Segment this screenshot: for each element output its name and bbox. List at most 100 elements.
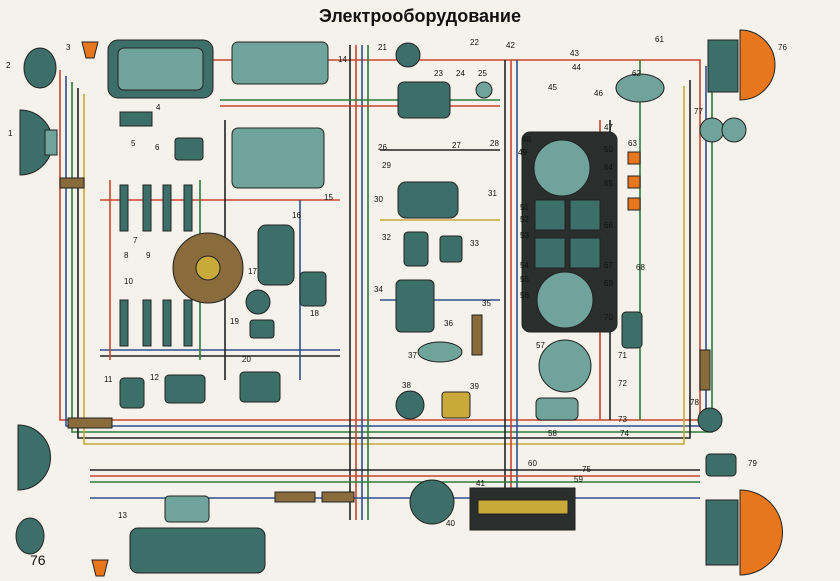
component-label-27: 27 <box>452 141 461 150</box>
component-label-67: 67 <box>604 261 613 270</box>
page-title: Электрооборудование <box>318 6 522 26</box>
component-label-61: 61 <box>655 35 664 44</box>
component-label-33: 33 <box>470 239 479 248</box>
component-label-32: 32 <box>382 233 391 242</box>
motor-30 <box>397 181 459 219</box>
component-label-50: 50 <box>604 145 613 154</box>
component-label-59: 59 <box>574 475 583 484</box>
component-label-76: 76 <box>778 43 787 52</box>
headlight-left-bottom <box>17 424 51 491</box>
component-label-54: 54 <box>520 261 529 270</box>
side-lamp-left-bottom <box>15 517 45 555</box>
side-lamp-left <box>23 47 57 89</box>
component-label-29: 29 <box>382 161 391 170</box>
component-label-45: 45 <box>548 83 557 92</box>
component-6 <box>174 137 204 161</box>
battery-generator <box>107 39 214 99</box>
component-38 <box>395 390 425 420</box>
component-label-63: 63 <box>628 139 637 148</box>
component-label-65: 65 <box>604 179 613 188</box>
component-label-11: 11 <box>104 375 113 384</box>
gauge-57 <box>538 339 592 393</box>
component-label-19: 19 <box>230 317 239 326</box>
component-label-64: 64 <box>604 163 613 172</box>
component-label-40: 40 <box>446 519 455 528</box>
component-label-49: 49 <box>518 148 527 157</box>
component-label-15: 15 <box>324 193 333 202</box>
component-label-74: 74 <box>620 429 629 438</box>
lamp-40 <box>409 479 455 525</box>
component-label-5: 5 <box>131 139 136 148</box>
component-label-28: 28 <box>490 139 499 148</box>
component-17 <box>245 289 271 315</box>
component-label-21: 21 <box>378 43 387 52</box>
relay-20 <box>239 371 281 403</box>
ignition-coil-16 <box>257 224 295 286</box>
component-33 <box>439 235 463 263</box>
component-label-25: 25 <box>478 69 487 78</box>
component-label-42: 42 <box>506 41 515 50</box>
fuse-box-41 <box>469 487 576 531</box>
motor-23 <box>397 81 451 119</box>
component-label-9: 9 <box>146 251 151 260</box>
component-39 <box>441 391 471 419</box>
component-label-39: 39 <box>470 382 479 391</box>
component-label-4: 4 <box>156 103 161 112</box>
component-11 <box>119 377 145 409</box>
component-71 <box>621 311 643 349</box>
fuse-4 <box>119 111 153 127</box>
component-label-75: 75 <box>582 465 591 474</box>
component-label-58: 58 <box>548 429 557 438</box>
component-label-48: 48 <box>522 135 531 144</box>
component-label-35: 35 <box>482 299 491 308</box>
component-label-51: 51 <box>520 203 529 212</box>
component-label-23: 23 <box>434 69 443 78</box>
page-number: 76 <box>30 552 46 568</box>
component-label-36: 36 <box>444 319 453 328</box>
component-label-57: 57 <box>536 341 545 350</box>
component-32 <box>403 231 429 267</box>
component-label-71: 71 <box>618 351 627 360</box>
component-label-22: 22 <box>470 38 479 47</box>
starter-13 <box>129 495 266 574</box>
component-label-56: 56 <box>520 291 529 300</box>
relay-15 <box>231 127 325 189</box>
component-25 <box>475 81 493 99</box>
component-18 <box>299 271 327 307</box>
component-label-31: 31 <box>488 189 497 198</box>
component-label-30: 30 <box>374 195 383 204</box>
component-label-66: 66 <box>604 221 613 230</box>
component-label-47: 47 <box>604 123 613 132</box>
component-label-18: 18 <box>310 309 319 318</box>
component-label-78: 78 <box>690 398 699 407</box>
component-label-10: 10 <box>124 277 133 286</box>
component-label-44: 44 <box>572 63 581 72</box>
voltage-regulator-14 <box>231 41 329 85</box>
component-77 <box>699 117 747 143</box>
component-label-37: 37 <box>408 351 417 360</box>
component-label-72: 72 <box>618 379 627 388</box>
wire-harness <box>59 45 713 520</box>
component-label-24: 24 <box>456 69 465 78</box>
component-label-3: 3 <box>66 43 71 52</box>
component-label-52: 52 <box>520 215 529 224</box>
relay-12 <box>164 374 206 404</box>
component-label-69: 69 <box>604 279 613 288</box>
component-37 <box>417 341 463 363</box>
distributor-9 <box>172 232 244 304</box>
motor-58 <box>535 397 579 421</box>
indicator-lamps-63 <box>627 151 641 211</box>
component-label-16: 16 <box>292 211 301 220</box>
component-label-60: 60 <box>528 459 537 468</box>
component-label-7: 7 <box>133 236 138 245</box>
component-label-17: 17 <box>248 267 257 276</box>
instrument-cluster <box>521 131 618 333</box>
component-label-38: 38 <box>402 381 411 390</box>
component-label-6: 6 <box>155 143 160 152</box>
component-label-73: 73 <box>618 415 627 424</box>
component-label-20: 20 <box>242 355 251 364</box>
headlight-left-top <box>19 109 58 176</box>
